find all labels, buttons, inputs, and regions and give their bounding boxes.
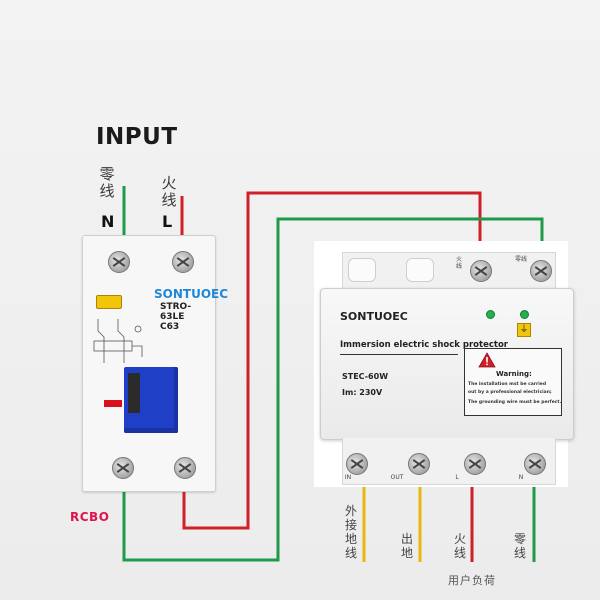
live-feed-wire [182,191,482,530]
screw-terminal-icon [524,453,546,475]
screw-terminal-icon [112,457,134,479]
input-live-letter: L [162,212,173,231]
bottom-terminal-l: L [455,474,459,481]
screw-terminal-icon [408,453,430,475]
rcbo-brand: SONTUOEC [154,287,229,301]
protector-knob [406,258,434,282]
protector-brand: SONTUOEC [340,310,408,323]
screw-terminal-icon [108,251,130,273]
top-terminal-live-cn: 火线 [455,256,462,270]
led-indicator-icon [486,310,495,319]
input-live-cn: 火线 [161,174,177,209]
protector-top-strip [342,252,556,293]
protector-title: Immersion electric shock protector [340,340,508,350]
trip-indicator-icon [104,400,122,407]
screw-terminal-icon [174,457,196,479]
bottom-terminal-in: IN [344,474,352,481]
screw-terminal-icon [464,453,486,475]
protector-bottom-strip [342,438,556,485]
warning-line-1: The installation mst be carried [468,382,547,387]
shock-protector: 火线 零线 SONTUOEC ⏚ Immersion electric shoc… [320,248,574,485]
warning-line-3: The grounding wire must be perfect. [468,400,562,405]
rcbo-rating: C63 [160,322,180,332]
bottom-terminal-out: OUT [390,474,404,481]
input-title: INPUT [96,124,178,150]
screw-terminal-icon [172,251,194,273]
rcbo-schematic-icon [93,319,143,363]
earth-symbol-icon: ⏚ [517,323,531,337]
output-earth-label: 出地 [400,532,413,560]
test-button-icon [96,295,122,309]
screw-terminal-icon [470,260,492,282]
rcbo-handle-slot [128,373,140,413]
warning-box [464,348,562,416]
output-neutral-label: 零线 [513,532,526,560]
rcbo-model: STRO-63LE C63 [160,302,214,332]
protector-knob [348,258,376,282]
top-terminal-neutral-cn: 零线 [514,256,527,263]
protector-voltage: Im: 230V [342,388,383,397]
input-neutral-cn: 零线 [99,165,115,200]
protector-model: STEC-60W [342,372,389,381]
warning-line-2: out by a professional electrician; [468,390,552,395]
screw-terminal-icon [530,260,552,282]
protector-divider [340,354,458,355]
warning-triangle-icon [478,352,496,368]
output-live-label: 火线 [453,532,466,560]
neutral-feed-wire [122,217,544,562]
rcbo-label: RCBO [70,510,110,524]
rcbo-model-code: STRO-63LE [160,302,192,322]
output-earth-ext-label: 外接地线 [344,504,357,560]
screw-terminal-icon [346,453,368,475]
warning-title: Warning: [496,370,532,378]
rcbo-body [82,235,216,492]
user-load-label: 用户负荷 [448,574,496,587]
rcbo-breaker: SONTUOEC STRO-63LE C63 [82,235,228,492]
bottom-terminal-n: N [518,474,524,481]
input-neutral-letter: N [101,212,115,231]
led-indicator-icon [520,310,529,319]
